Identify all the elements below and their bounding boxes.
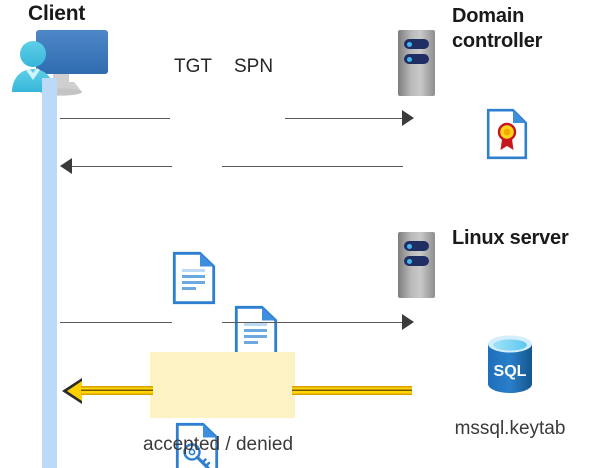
result-line-right <box>292 386 412 395</box>
rack-bay-icon <box>404 39 429 49</box>
user-computer-icon <box>6 26 116 96</box>
domain-controller-title: Domain controller <box>452 4 600 54</box>
rack-bay-icon <box>404 256 429 266</box>
spn-document-icon <box>234 305 600 359</box>
tgt-label: TGT <box>174 56 212 77</box>
message-1-arrowhead <box>402 110 414 126</box>
message-3-line-left <box>60 322 172 323</box>
message-1-line-right <box>285 118 403 119</box>
result-arrowhead-inner <box>67 381 82 401</box>
linux-server-title: Linux server <box>452 227 569 249</box>
domain-controller-title-line1: Domain <box>452 5 525 27</box>
sql-label: SQL <box>494 363 527 380</box>
result-line-left <box>81 386 153 395</box>
spn-label: SPN <box>234 56 274 77</box>
domain-controller-rack-icon <box>398 30 435 96</box>
message-3-line-right <box>222 322 403 323</box>
sql-database-icon: SQL <box>482 334 600 394</box>
domain-controller-title-line2: controller <box>452 30 543 52</box>
accepted-denied-highlight <box>150 352 295 418</box>
message-3-arrowhead <box>402 314 414 330</box>
linux-server-rack-icon <box>398 232 435 298</box>
message-2-arrowhead <box>60 158 72 174</box>
keytab-filename-label: mssql.keytab <box>454 418 566 439</box>
client-lifeline <box>42 78 57 468</box>
message-1-line-left <box>60 118 170 119</box>
accepted-denied-label: accepted / denied <box>143 434 294 455</box>
tgt-document-icon <box>172 251 600 305</box>
rack-bay-icon <box>404 54 429 64</box>
client-title: Client <box>28 2 86 25</box>
certificate-document-icon <box>486 108 600 160</box>
message-2-line-right <box>222 166 403 167</box>
ticket-key-document-icon <box>175 422 600 468</box>
message-2-line-left <box>72 166 172 167</box>
rack-bay-icon <box>404 241 429 251</box>
